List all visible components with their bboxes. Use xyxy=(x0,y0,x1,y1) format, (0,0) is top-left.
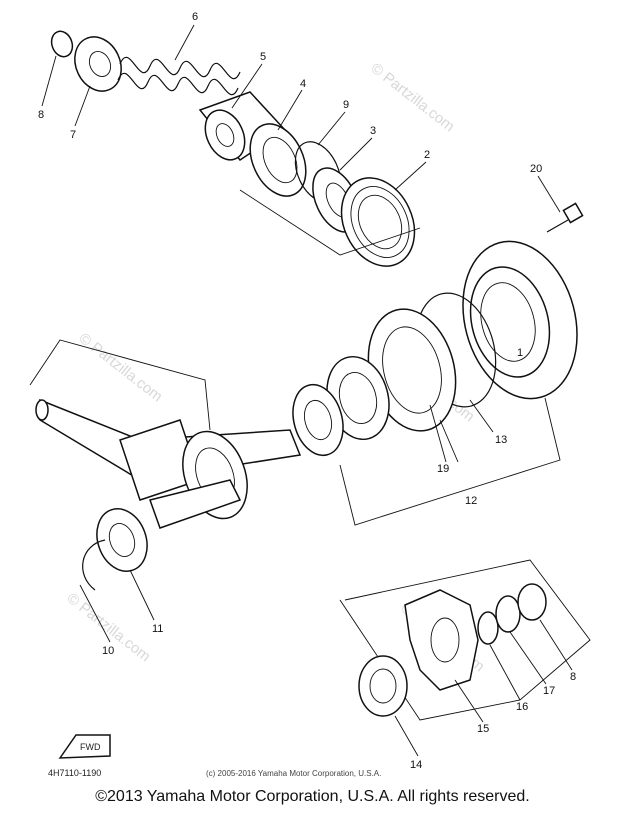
bearing-part-11 xyxy=(96,508,148,572)
lower-assembly xyxy=(339,559,591,721)
gear-part-4 xyxy=(249,123,307,197)
watermark-top-right: © Partzilla.com xyxy=(368,60,458,136)
callout-8-upper: 8 xyxy=(38,109,44,121)
leader-lines xyxy=(41,24,573,757)
callout-16: 16 xyxy=(516,701,528,713)
circlip-part-8-upper xyxy=(50,30,74,58)
callout-4: 4 xyxy=(300,78,306,90)
collar-part-17 xyxy=(495,595,521,633)
diagram-part-number: 4H7110-1190 xyxy=(48,768,101,778)
retainer-part-7 xyxy=(74,36,122,92)
callout-3: 3 xyxy=(370,125,376,137)
watermark-middle-left: © Partzilla.com xyxy=(76,330,166,406)
footer-copyright: ©2013 Yamaha Motor Corporation, U.S.A. A… xyxy=(95,788,530,805)
callout-7: 7 xyxy=(70,129,76,141)
shaft-assembly xyxy=(29,339,302,529)
callouts: 6 5 4 9 3 2 8 7 20 1 13 19 12 11 10 8 17… xyxy=(38,11,576,771)
fwd-label: FWD xyxy=(80,742,101,752)
callout-15: 15 xyxy=(477,723,489,735)
circlip-part-10 xyxy=(82,539,106,591)
washer-part-16 xyxy=(477,611,499,645)
middle-assembly xyxy=(292,240,578,526)
flange-part-15 xyxy=(404,589,479,691)
nut-part-8-lower xyxy=(517,583,547,621)
bearing-part-14 xyxy=(358,655,408,717)
callout-2: 2 xyxy=(424,149,430,161)
callout-12: 12 xyxy=(465,495,477,507)
bolt-part-20 xyxy=(546,202,584,233)
callout-20: 20 xyxy=(530,163,542,175)
callout-9: 9 xyxy=(343,99,349,111)
callout-8-lower: 8 xyxy=(570,671,576,683)
inline-copyright: (c) 2005-2016 Yamaha Motor Corporation, … xyxy=(206,769,381,778)
callout-1: 1 xyxy=(517,347,523,359)
callout-6: 6 xyxy=(192,11,198,23)
callout-11: 11 xyxy=(152,623,163,635)
callout-13: 13 xyxy=(495,434,507,446)
callout-17: 17 xyxy=(543,685,555,697)
spring-part-6 xyxy=(117,56,241,96)
callout-5: 5 xyxy=(260,51,266,63)
upper-assembly xyxy=(50,30,421,267)
callout-10: 10 xyxy=(102,645,114,657)
callout-19: 19 xyxy=(437,463,449,475)
callout-14: 14 xyxy=(410,759,422,771)
fwd-arrow: FWD xyxy=(58,734,111,759)
drive-gear xyxy=(292,383,344,457)
